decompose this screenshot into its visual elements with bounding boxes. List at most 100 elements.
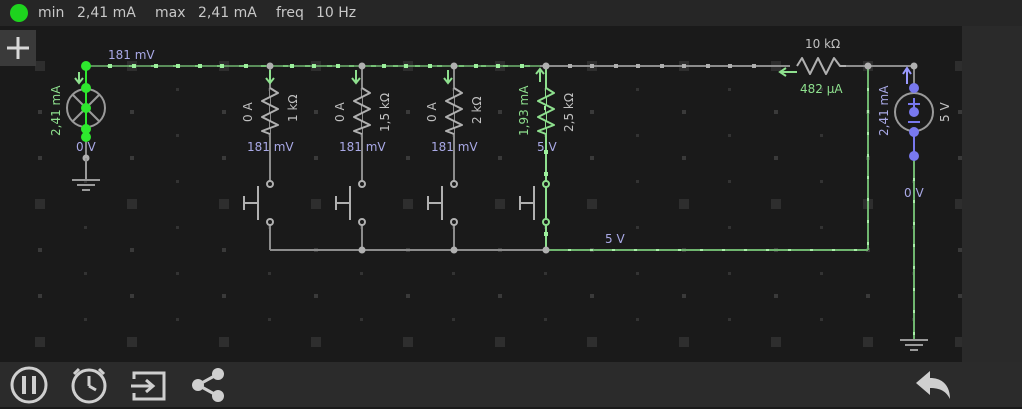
- r4-voltage-label: 5 V: [537, 140, 557, 154]
- grid-dot: [406, 110, 410, 114]
- max-value: 2,41 mA: [198, 5, 257, 21]
- grid-dot: [130, 294, 134, 298]
- grid-dot: [728, 272, 731, 275]
- grid-dot: [84, 226, 87, 229]
- switch-2[interactable]: [335, 180, 366, 226]
- grid-dot: [636, 318, 639, 321]
- status-indicator-icon: [10, 4, 28, 22]
- grid-dot: [222, 294, 226, 298]
- undo-button[interactable]: [912, 365, 952, 405]
- switch-3[interactable]: [427, 180, 458, 226]
- resistor-1[interactable]: [261, 87, 279, 135]
- export-button[interactable]: [128, 365, 168, 405]
- switch-1[interactable]: [243, 180, 274, 226]
- grid-dot: [176, 272, 179, 275]
- grid-dot: [544, 272, 547, 275]
- current-arrow-icon: [265, 70, 275, 85]
- grid-dot: [820, 272, 823, 275]
- grid-dot: [403, 337, 413, 347]
- grid-dot: [820, 180, 823, 183]
- grid-dot: [863, 337, 873, 347]
- grid-dot: [728, 226, 731, 229]
- current-arrow-icon: [74, 72, 84, 85]
- grid-dot: [35, 199, 45, 209]
- grid-dot: [130, 110, 134, 114]
- grid-dot: [820, 134, 823, 137]
- grid-dot: [498, 294, 502, 298]
- voltage-source[interactable]: [894, 83, 934, 161]
- bulb-voltage-label: 0 V: [76, 140, 96, 154]
- export-icon: [131, 371, 166, 401]
- r2-voltage-label: 181 mV: [339, 140, 386, 154]
- r1-voltage-label: 181 mV: [247, 140, 294, 154]
- grid-dot: [495, 199, 505, 209]
- grid-dot: [682, 294, 686, 298]
- r2-resistance-label: 1,5 kΩ: [378, 93, 392, 132]
- grid-dot: [222, 248, 226, 252]
- grid-dot: [130, 248, 134, 252]
- current-arrow-icon: [443, 70, 453, 85]
- grid-dot: [590, 294, 594, 298]
- grid-dot: [35, 61, 45, 71]
- grid-dot: [176, 134, 179, 137]
- grid-dot: [498, 110, 502, 114]
- grid-dot: [176, 88, 179, 91]
- pause-button[interactable]: [9, 365, 49, 405]
- resistor-5[interactable]: [796, 57, 846, 75]
- ground-icon: [900, 339, 928, 351]
- grid-dot: [222, 156, 226, 160]
- grid-dot: [820, 88, 823, 91]
- grid-dot: [35, 337, 45, 347]
- resistor-2[interactable]: [353, 87, 371, 135]
- freq-label: freq: [276, 5, 304, 21]
- r3-resistance-label: 2 kΩ: [470, 96, 484, 124]
- status-bar: min 2,41 mA max 2,41 mA freq 10 Hz: [0, 0, 1022, 26]
- grid-dot: [636, 226, 639, 229]
- grid-dot: [38, 294, 42, 298]
- grid-dot: [130, 156, 134, 160]
- grid-dot: [955, 199, 962, 209]
- grid-dot: [728, 134, 731, 137]
- current-arrow-icon: [351, 70, 361, 85]
- share-button[interactable]: [188, 365, 228, 405]
- circuit-canvas[interactable]: 181 mV 2,41 mA 0 V 0 A 1 kΩ 181 mV 0 A 1…: [0, 26, 962, 362]
- switch-4[interactable]: [519, 180, 550, 226]
- max-label: max: [155, 5, 186, 21]
- grid-dot: [679, 199, 689, 209]
- grid-dot: [820, 318, 823, 321]
- timer-button[interactable]: [69, 365, 109, 405]
- grid-dot: [774, 156, 778, 160]
- grid-dot: [311, 199, 321, 209]
- r4-current-label: 1,93 mA: [517, 85, 531, 136]
- grid-dot: [958, 110, 962, 114]
- grid-dot: [311, 337, 321, 347]
- grid-dot: [314, 156, 318, 160]
- r3-voltage-label: 181 mV: [431, 140, 478, 154]
- source-current-label: 2,41 mA: [877, 85, 891, 136]
- grid-dot: [360, 318, 363, 321]
- grid-dot: [587, 337, 597, 347]
- grid-dot: [403, 199, 413, 209]
- undo-icon: [916, 371, 950, 399]
- grid-dot: [38, 110, 42, 114]
- grid-dot: [636, 272, 639, 275]
- r2-current-label: 0 A: [333, 102, 347, 122]
- add-component-button[interactable]: [0, 30, 36, 66]
- grid-dot: [84, 318, 87, 321]
- bulb-current-label: 2,41 mA: [49, 85, 63, 136]
- grid-dot: [636, 88, 639, 91]
- grid-dot: [127, 337, 137, 347]
- resistor-4[interactable]: [537, 87, 555, 135]
- resistor-3[interactable]: [445, 87, 463, 135]
- grid-dot: [728, 318, 731, 321]
- grid-dot: [682, 156, 686, 160]
- grid-dot: [636, 134, 639, 137]
- grid-dot: [590, 156, 594, 160]
- grid-dot: [176, 226, 179, 229]
- grid-dot: [406, 156, 410, 160]
- grid-dot: [958, 248, 962, 252]
- grid-dot: [587, 199, 597, 209]
- ground-icon: [72, 158, 100, 191]
- current-arrow-icon: [778, 67, 797, 77]
- grid-dot: [38, 248, 42, 252]
